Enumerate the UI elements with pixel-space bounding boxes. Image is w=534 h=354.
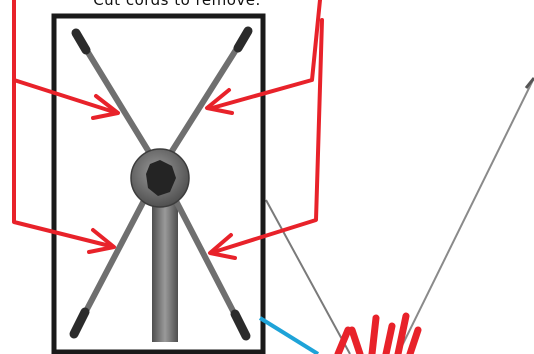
cut-mark-icon: [352, 330, 360, 354]
cut-mark-icon: [386, 326, 392, 354]
cut-mark-icon: [398, 316, 406, 354]
background-rod-right: [398, 78, 534, 354]
cut-marks: [338, 316, 418, 354]
background-rods: [266, 78, 534, 354]
product-photo: [54, 16, 263, 352]
leader-line: [260, 318, 318, 354]
caption-text: Cut cords to remove.: [0, 0, 444, 9]
cut-mark-icon: [372, 318, 376, 354]
cut-mark-icon: [410, 330, 418, 354]
